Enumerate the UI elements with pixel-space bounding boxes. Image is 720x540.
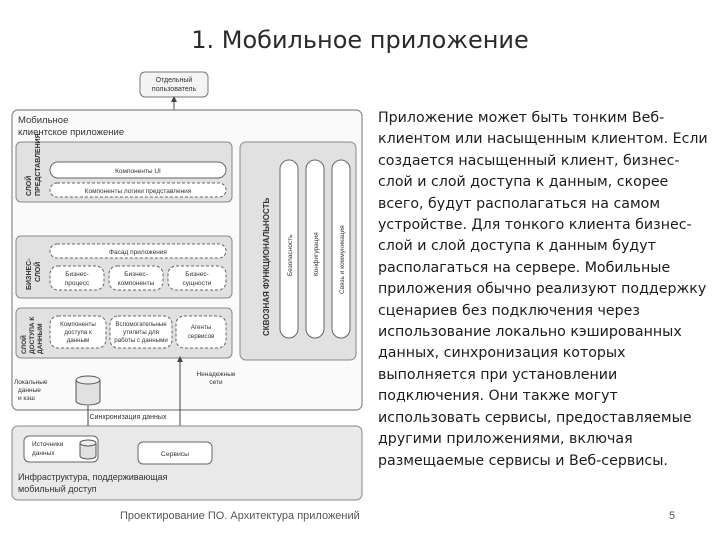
service-agents-label-2: сервисов	[188, 333, 215, 340]
presentation-layer-label-2: ПРЕДСТАВЛЕНИЯ	[35, 133, 42, 196]
unreliable-networks-label-2: сети	[209, 379, 223, 386]
page-title: 1. Мобильное приложение	[191, 26, 529, 54]
local-data-label-3: и кэш	[18, 395, 35, 402]
business-layer-label: БИЗНЕС-	[26, 258, 33, 290]
ui-logic-box	[49, 182, 227, 198]
sync-label: Синхронизация данных	[90, 414, 167, 421]
user-label: Отдельный	[156, 76, 193, 84]
data-access-components-label-2: доступа к	[64, 329, 92, 336]
helper-utilities-label: Вспомогательные	[115, 321, 167, 328]
security-label: Безопасность	[287, 234, 294, 276]
ui-logic-label: Компоненты логики представления	[85, 188, 192, 195]
business-process-label: Бизнес-	[65, 271, 89, 278]
user-box	[139, 71, 209, 98]
communication-label: Связь и коммуникация	[339, 225, 346, 294]
data-access-components-box	[49, 315, 107, 349]
services-label: Сервисы	[161, 451, 189, 458]
footer-course-title: Проектирование ПО. Архитектура приложени…	[120, 510, 360, 522]
business-entities-box	[167, 265, 227, 291]
service-agents-label: Агенты	[191, 324, 212, 331]
business-process-label-2: процесс	[65, 280, 90, 287]
data-access-components-label: Компоненты	[60, 321, 96, 328]
data-access-components-label-3: данным	[67, 337, 90, 344]
data-layer-label: СЛОЙ	[19, 335, 28, 354]
data-layer-label-3: ДАННЫМ	[37, 324, 44, 355]
page-number: 5	[669, 510, 676, 522]
business-process-box	[49, 265, 105, 291]
data-layer-label-2: ДОСТУПА К	[29, 317, 36, 354]
business-layer-label-2: СЛОЙ	[33, 262, 42, 282]
business-components-label: Бизнес-	[124, 271, 148, 278]
app-facade-label: Фасад приложения	[109, 249, 167, 256]
ui-components-box	[49, 161, 227, 179]
data-sources-label: Источники	[32, 441, 64, 448]
service-agents-box	[175, 315, 227, 349]
business-components-label-2: компоненты	[118, 280, 155, 287]
presentation-layer-label: СЛОЙ	[24, 176, 33, 196]
services-box	[137, 441, 213, 465]
ui-components-label: Компоненты UI	[115, 168, 161, 175]
local-data-cylinder	[75, 375, 101, 406]
crosscutting-label: СКВОЗНАЯ ФУНКЦИОНАЛЬНОСТЬ	[262, 198, 271, 336]
business-components-box	[108, 265, 164, 291]
configuration-box	[305, 159, 325, 339]
infrastructure-label: Инфраструктура, поддерживающая	[18, 472, 168, 482]
user-label-2: пользователь	[152, 86, 197, 93]
helper-utilities-label-3: работы с данными	[114, 337, 168, 344]
configuration-label: Конфигурация	[313, 232, 320, 276]
app-label-2: клиентское приложение	[18, 127, 124, 138]
data-sources-cylinder	[79, 439, 97, 460]
local-data-label-2: данные	[18, 387, 41, 394]
business-entities-label-2: сущности	[183, 280, 212, 287]
security-box	[279, 159, 299, 339]
app-label: Мобильное	[18, 115, 68, 126]
data-sources-label-2: данных	[32, 450, 55, 457]
local-data-label: Локальные	[14, 379, 48, 386]
unreliable-networks-label: Ненадежные	[196, 371, 235, 378]
helper-utilities-box	[109, 315, 173, 349]
communication-box	[331, 159, 351, 339]
infrastructure-label-2: мобильный доступ	[18, 484, 97, 494]
helper-utilities-label-2: утилиты для	[123, 329, 159, 336]
mobile-architecture-diagram: Отдельный пользователь Мобильное клиентс…	[11, 71, 363, 501]
app-facade-box	[49, 243, 227, 259]
business-entities-label: Бизнес-	[185, 271, 209, 278]
description-text: Приложение может быть тонким Веб-клиенто…	[378, 110, 708, 469]
